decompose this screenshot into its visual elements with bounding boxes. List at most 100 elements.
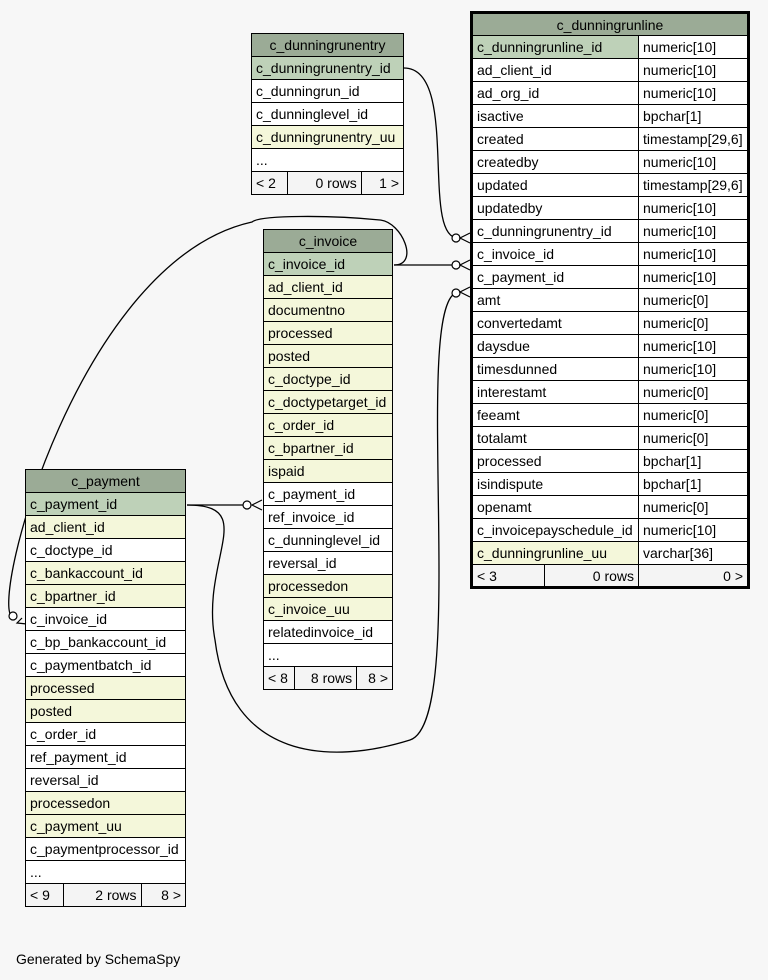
- column-name: reversal_id: [25, 768, 186, 792]
- column-type: numeric[0]: [638, 288, 749, 312]
- parents-count: < 8: [263, 666, 295, 690]
- column-name: posted: [25, 699, 186, 723]
- row-count: 0 rows: [287, 171, 362, 195]
- table-header-row: c_invoice: [263, 229, 393, 253]
- crowfoot-mark: [458, 286, 471, 298]
- table-title[interactable]: c_dunningrunentry: [251, 33, 404, 57]
- column-row: c_paymentbatch_id: [25, 653, 186, 677]
- column-name: relatedinvoice_id: [263, 620, 393, 644]
- column-row: c_order_id: [25, 722, 186, 746]
- column-name: updated: [471, 173, 639, 197]
- column-type: numeric[10]: [638, 334, 749, 358]
- schemaspy-credit: Generated by SchemaSpy: [16, 951, 181, 967]
- column-type: numeric[0]: [638, 380, 749, 404]
- column-name: createdby: [471, 150, 639, 174]
- column-name: created: [471, 127, 639, 151]
- column-name: ad_client_id: [25, 515, 186, 539]
- column-name: c_doctype_id: [263, 367, 393, 391]
- edge-dunningrunentry: [403, 67, 459, 239]
- column-row: c_dunningrun_id: [251, 79, 404, 103]
- column-name: c_invoice_id: [25, 607, 186, 631]
- column-name: c_dunningrunentry_id: [471, 219, 639, 243]
- table-header-row: c_dunningrunline: [471, 12, 749, 36]
- column-type: numeric[10]: [638, 242, 749, 266]
- column-type: numeric[0]: [638, 495, 749, 519]
- children-count: 8 >: [140, 883, 187, 907]
- column-row: c_payment_id: [25, 492, 186, 516]
- column-name: c_paymentprocessor_id: [25, 837, 186, 861]
- column-name: ...: [263, 643, 393, 667]
- column-row: c_payment_id: [263, 482, 393, 506]
- column-name: daysdue: [471, 334, 639, 358]
- column-row: relatedinvoice_id: [263, 620, 393, 644]
- column-name: c_payment_uu: [25, 814, 186, 838]
- column-row: c_doctype_id: [263, 367, 393, 391]
- column-name: openamt: [471, 495, 639, 519]
- table-title[interactable]: c_invoice: [263, 229, 393, 253]
- column-type: numeric[10]: [638, 196, 749, 220]
- row-count: 0 rows: [544, 564, 639, 588]
- column-row: c_dunningrunentry_id: [251, 56, 404, 80]
- column-name: c_invoicepayschedule_id: [471, 518, 639, 542]
- edge-end-circle: [8, 611, 18, 621]
- column-row: c_invoice_id: [25, 607, 186, 631]
- column-row: c_bpartner_id: [25, 584, 186, 608]
- column-name: c_invoice_id: [263, 252, 393, 276]
- crowfoot-mark: [15, 617, 28, 625]
- column-type: numeric[10]: [638, 518, 749, 542]
- table-title[interactable]: c_payment: [25, 469, 186, 493]
- column-type: numeric[10]: [638, 219, 749, 243]
- column-row: c_dunninglevel_id: [263, 528, 393, 552]
- table-header-row: c_payment: [25, 469, 186, 493]
- column-name: reversal_id: [263, 551, 393, 575]
- column-name: c_dunninglevel_id: [263, 528, 393, 552]
- column-name: processed: [263, 321, 393, 345]
- column-name: c_dunningrunentry_id: [251, 56, 404, 80]
- column-row: documentno: [263, 298, 393, 322]
- table-title[interactable]: c_dunningrunline: [471, 12, 749, 36]
- column-row: ref_invoice_id: [263, 505, 393, 529]
- column-name: c_payment_id: [263, 482, 393, 506]
- column-name: isactive: [471, 104, 639, 128]
- column-row: c_doctype_id: [25, 538, 186, 562]
- edge-payment-line: [186, 291, 459, 753]
- column-name: c_invoice_uu: [263, 597, 393, 621]
- column-name: ad_client_id: [263, 275, 393, 299]
- column-row: ad_client_id: [263, 275, 393, 299]
- column-name: c_payment_id: [471, 265, 639, 289]
- column-row: ref_payment_id: [25, 745, 186, 769]
- column-name: c_dunningrunline_id: [471, 35, 639, 59]
- column-name: c_bpartner_id: [263, 436, 393, 460]
- edge-end-circle: [451, 288, 461, 298]
- column-name: processedon: [263, 574, 393, 598]
- crowfoot-mark: [458, 259, 471, 271]
- column-type: timestamp[29,6]: [638, 173, 749, 197]
- edge-end-circle: [242, 500, 252, 510]
- crowfoot-mark: [458, 232, 471, 244]
- column-name: ref_payment_id: [25, 745, 186, 769]
- column-type: bpchar[1]: [638, 104, 749, 128]
- table-header-row: c_dunningrunentry: [251, 33, 404, 57]
- parents-count: < 9: [24, 883, 65, 907]
- column-row: c_dunninglevel_id: [251, 102, 404, 126]
- column-row: c_bp_bankaccount_id: [25, 630, 186, 654]
- column-row: ...: [251, 148, 404, 172]
- column-name: c_invoice_id: [471, 242, 639, 266]
